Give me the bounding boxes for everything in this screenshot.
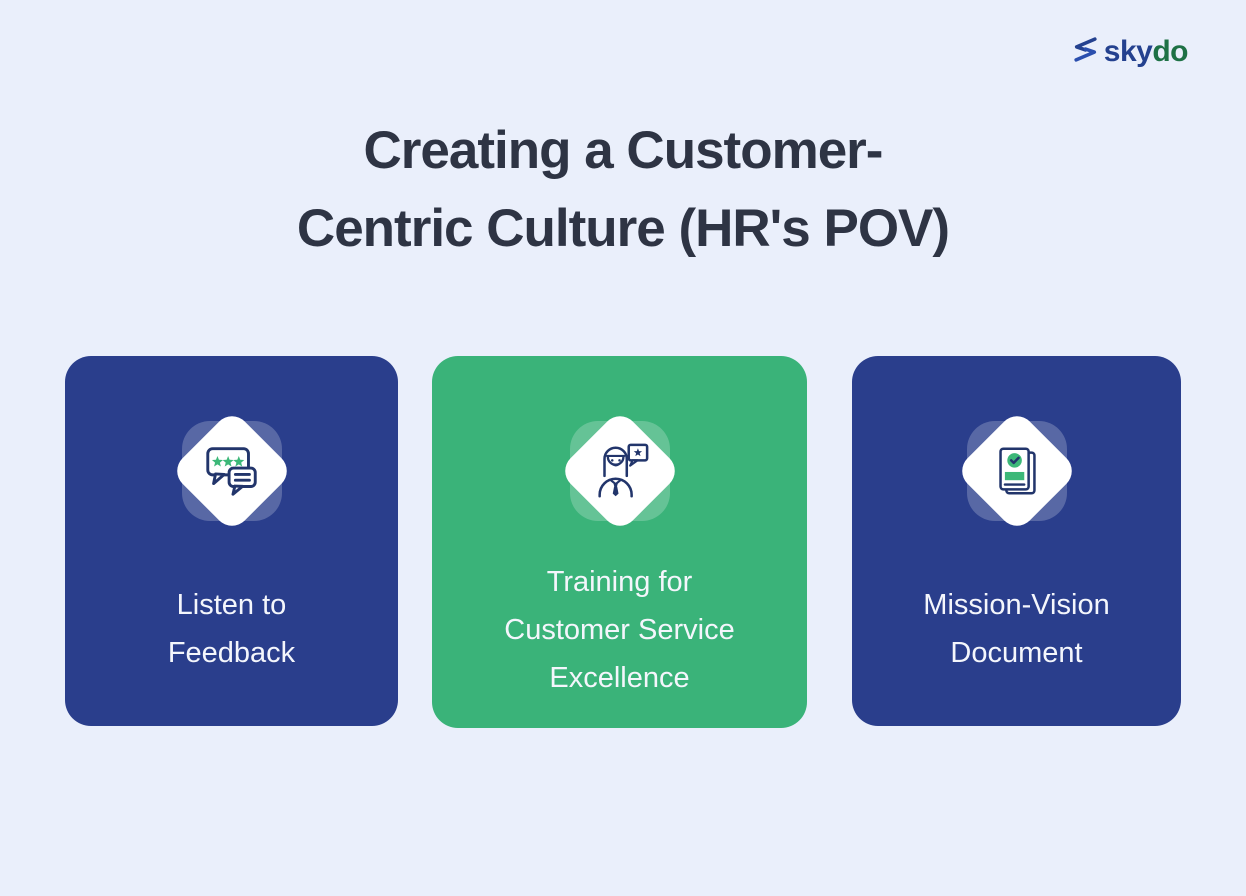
- card-listen-to-feedback: Listen to Feedback: [65, 356, 398, 726]
- card-label: Listen to Feedback: [167, 589, 296, 669]
- customer-service-trainer-icon: [589, 440, 651, 502]
- card-training-for-customer-service-excellence: Training for Customer Service Excellence: [432, 356, 807, 728]
- card-icon-cluster: [542, 396, 698, 546]
- card-icon-cluster: [154, 396, 310, 546]
- document-check-icon: [986, 440, 1048, 502]
- skydo-mark-icon: [1072, 36, 1099, 68]
- page-title: Creating a Customer- Centric Culture (HR…: [0, 112, 1246, 268]
- page-title-line1: Creating a Customer-: [363, 121, 884, 180]
- card-mission-vision-document: Mission-Vision Document: [852, 356, 1181, 726]
- icon-diamond: [169, 408, 294, 534]
- card-icon-cluster: [939, 396, 1095, 546]
- card-label: Training for Customer Service Excellence: [504, 566, 735, 694]
- logo-text-do: do: [1152, 35, 1188, 68]
- icon-diamond: [954, 408, 1079, 534]
- icon-diamond: [557, 408, 682, 534]
- skydo-logo: skydo: [1072, 36, 1188, 68]
- card-label: Mission-Vision Document: [923, 589, 1110, 669]
- feedback-review-bubbles-icon: [201, 440, 263, 502]
- logo-wordmark: skydo: [1103, 35, 1189, 68]
- logo-text-sky: sky: [1103, 35, 1153, 68]
- page-title-line2: Centric Culture (HR's POV): [296, 198, 950, 258]
